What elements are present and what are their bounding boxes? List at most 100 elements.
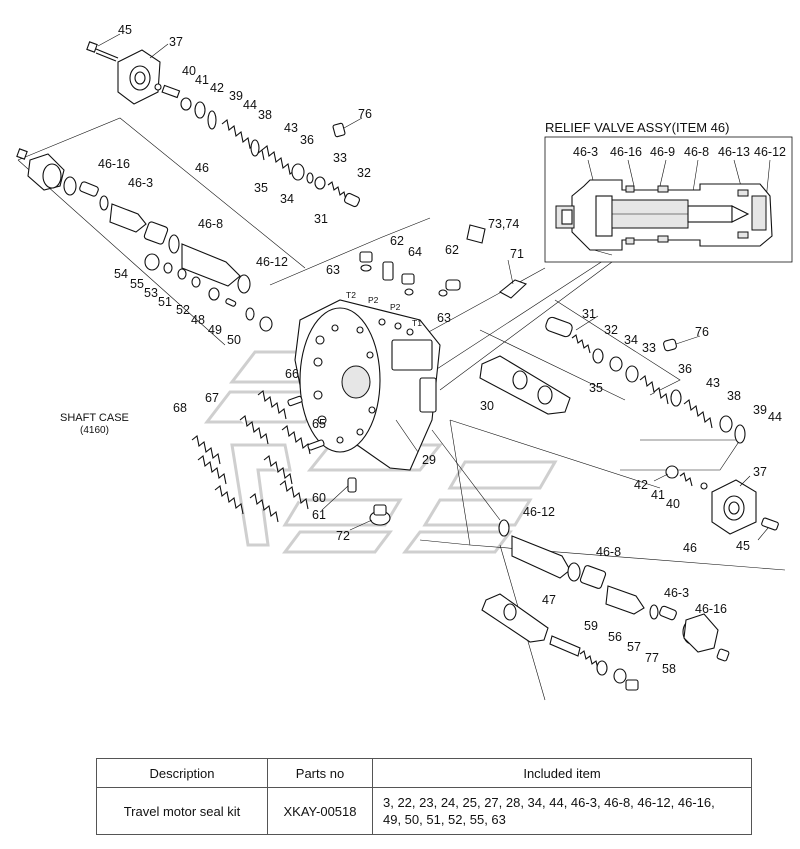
callout-39b: 39	[753, 403, 767, 417]
callout-46-12b: 46-12	[523, 505, 555, 519]
callout-46-16b: 46-16	[695, 602, 727, 616]
callout-61: 61	[312, 508, 326, 522]
inset-label-46-3: 46-3	[573, 145, 598, 159]
shaft-case-label: SHAFT CASE	[60, 412, 129, 424]
callout-76a: 76	[358, 107, 372, 121]
callout-34a: 34	[280, 192, 294, 206]
callout-42a: 42	[210, 81, 224, 95]
inset-label-46-12: 46-12	[754, 145, 786, 159]
callout-41b: 41	[651, 488, 665, 502]
callout-62b: 62	[445, 243, 459, 257]
callout-31a: 31	[314, 212, 328, 226]
callout-42b: 42	[634, 478, 648, 492]
inset-title: RELIEF VALVE ASSY(ITEM 46)	[545, 120, 729, 135]
top-center-parts	[359, 224, 528, 299]
callout-59: 59	[584, 619, 598, 633]
callout-48: 48	[191, 313, 205, 327]
header-description: Description	[96, 758, 268, 788]
inset-label-46-8: 46-8	[684, 145, 709, 159]
callout-35a: 35	[254, 181, 268, 195]
callout-46-3a: 46-3	[128, 176, 153, 190]
callout-44a: 44	[243, 98, 257, 112]
shaft-case-number: (4160)	[80, 425, 109, 436]
callout-62a: 62	[390, 234, 404, 248]
callout-36b: 36	[678, 362, 692, 376]
callout-44b: 44	[768, 410, 782, 424]
callout-49: 49	[208, 323, 222, 337]
callout-54: 54	[114, 267, 128, 281]
header-included-item: Included item	[372, 758, 752, 788]
callout-32b: 32	[604, 323, 618, 337]
callout-63b: 63	[437, 311, 451, 325]
callout-43b: 43	[706, 376, 720, 390]
relief-valve-inset: RELIEF VALVE ASSY(ITEM 46) 46-3 46-16 46…	[544, 120, 793, 263]
callout-46b: 46	[683, 541, 697, 555]
callout-41a: 41	[195, 73, 209, 87]
callout-64: 64	[408, 245, 422, 259]
included-items-line1: 3, 22, 23, 24, 25, 27, 28, 34, 44, 46-3,…	[383, 795, 715, 810]
callout-53: 53	[144, 286, 158, 300]
callout-51: 51	[158, 295, 172, 309]
included-items-line2: 49, 50, 51, 52, 55, 63	[383, 812, 506, 827]
callout-numbers: 45 37 40 41 42 39 44 38 76 43 36 33 32 3…	[98, 23, 782, 676]
port-label-t2: T2	[346, 290, 356, 300]
callout-30: 30	[480, 399, 494, 413]
seal-kit-table: Description Parts no Included item Trave…	[96, 758, 752, 835]
callout-46-12a: 46-12	[256, 255, 288, 269]
callout-leaders	[97, 33, 769, 541]
row-included-items: 3, 22, 23, 24, 25, 27, 28, 34, 44, 46-3,…	[372, 787, 752, 835]
callout-57: 57	[627, 640, 641, 654]
exploded-parts-diagram: RELIEF VALVE ASSY(ITEM 46) 46-3 46-16 46…	[16, 23, 793, 701]
callout-37a: 37	[169, 35, 183, 49]
callout-60: 60	[312, 491, 326, 505]
callout-29: 29	[422, 453, 436, 467]
callout-67: 67	[205, 391, 219, 405]
callout-45b: 45	[736, 539, 750, 553]
callout-39a: 39	[229, 89, 243, 103]
callout-50: 50	[227, 333, 241, 347]
callout-33a: 33	[333, 151, 347, 165]
row-description: Travel motor seal kit	[96, 787, 268, 835]
callout-56: 56	[608, 630, 622, 644]
callout-63a: 63	[326, 263, 340, 277]
port-label-p2b: P2	[390, 302, 401, 312]
callout-33b: 33	[642, 341, 656, 355]
relief-valve-section	[555, 179, 773, 256]
callout-34b: 34	[624, 333, 638, 347]
header-parts-no: Parts no	[267, 758, 373, 788]
callout-35b: 35	[589, 381, 603, 395]
callout-77: 77	[645, 651, 659, 665]
callout-45a: 45	[118, 23, 132, 37]
port-label-p2a: P2	[368, 295, 379, 305]
springs-left	[191, 390, 325, 523]
row-parts-no: XKAY-00518	[267, 787, 373, 835]
right-parts	[479, 316, 779, 691]
inset-label-46-13: 46-13	[718, 145, 750, 159]
inset-label-46-9: 46-9	[650, 145, 675, 159]
callout-73-74: 73,74	[488, 217, 519, 231]
callout-55: 55	[130, 277, 144, 291]
callout-72: 72	[336, 529, 350, 543]
table-header-row: Description Parts no Included item	[96, 758, 752, 788]
callout-65: 65	[312, 417, 326, 431]
callout-43a: 43	[284, 121, 298, 135]
callout-46-8b: 46-8	[596, 545, 621, 559]
callout-32a: 32	[357, 166, 371, 180]
callout-40b: 40	[666, 497, 680, 511]
callout-68: 68	[173, 401, 187, 415]
callout-38a: 38	[258, 108, 272, 122]
callout-46-8a: 46-8	[198, 217, 223, 231]
callout-71: 71	[510, 247, 524, 261]
callout-37b: 37	[753, 465, 767, 479]
callout-46-16a: 46-16	[98, 157, 130, 171]
callout-47: 47	[542, 593, 556, 607]
port-labels: T2 P2 P2 T1	[346, 290, 422, 328]
inset-label-46-16: 46-16	[610, 145, 642, 159]
callout-38b: 38	[727, 389, 741, 403]
callout-46a: 46	[195, 161, 209, 175]
callout-52: 52	[176, 303, 190, 317]
upper-left-parts	[16, 41, 361, 332]
valve-block	[294, 299, 441, 526]
callout-31b: 31	[582, 307, 596, 321]
callout-36a: 36	[300, 133, 314, 147]
